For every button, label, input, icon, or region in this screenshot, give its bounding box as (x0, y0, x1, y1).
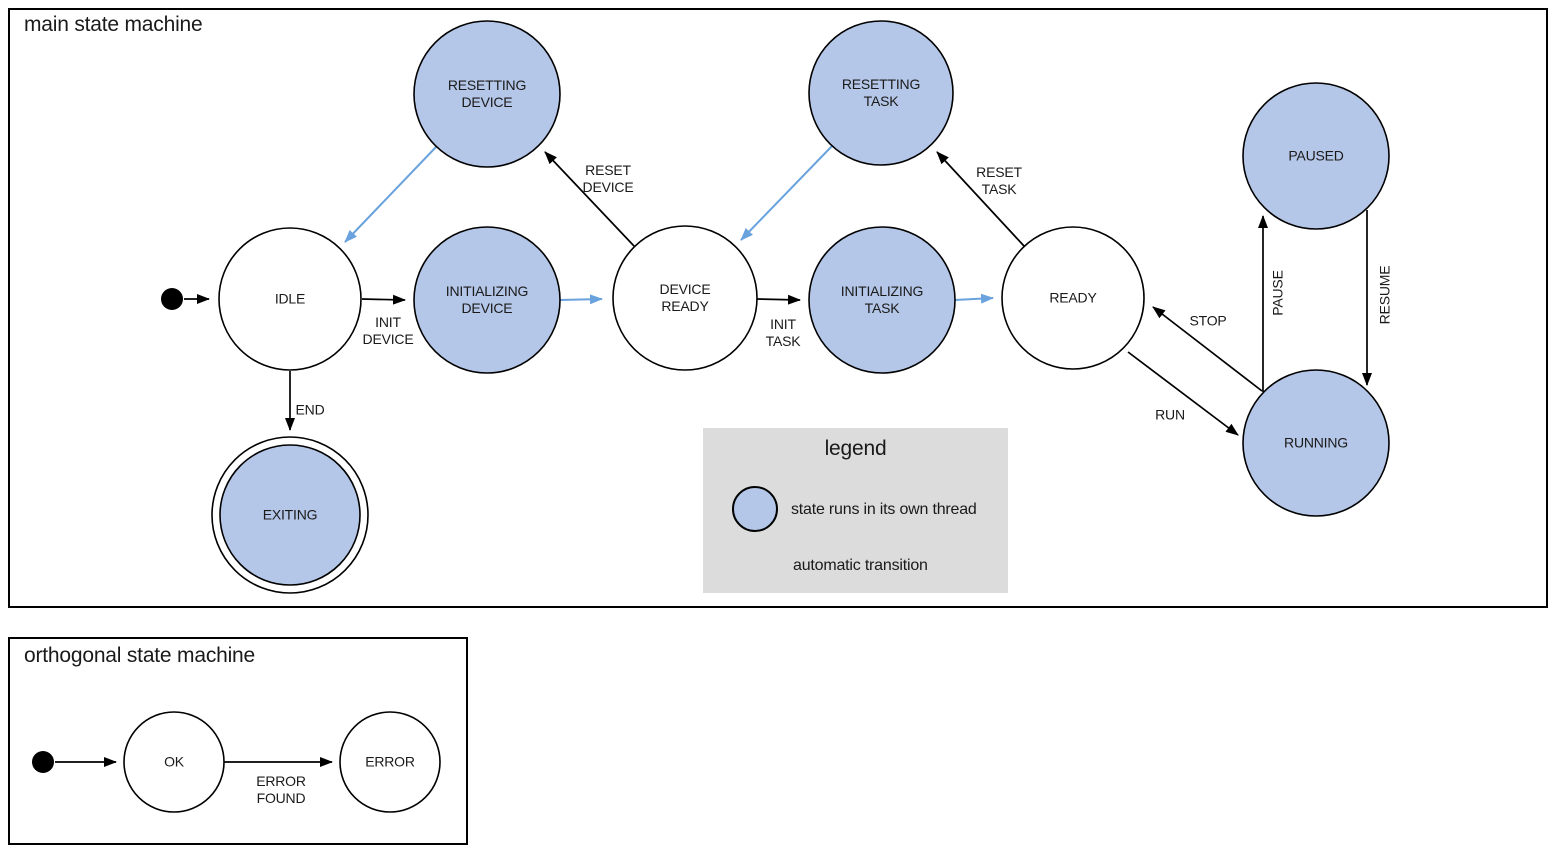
arrow-init-device (361, 294, 406, 305)
state-circle-ok (123, 711, 225, 813)
transition-label-stop: STOP (1189, 312, 1227, 329)
auto-arrow-inittask-to-ready (954, 293, 994, 304)
state-label-ready: READY (1049, 289, 1097, 306)
transition-label-end: END (295, 401, 325, 418)
state-circle-resetting-device (413, 20, 561, 168)
state-circle-ready (1001, 226, 1145, 370)
legend-auto-transition-label: automatic transition (793, 557, 928, 574)
transition-label-resume: RESUME (1376, 265, 1393, 325)
transition-label-reset-device: RESET DEVICE (582, 162, 634, 195)
initial-state-dot-orthogonal (32, 751, 54, 773)
arrow-run (1127, 351, 1239, 436)
state-label-resetting-device: RESETTING DEVICE (447, 77, 527, 110)
state-label-initializing-device: INITIALIZING DEVICE (445, 283, 529, 316)
state-label-device-ready: DEVICE READY (659, 281, 711, 314)
state-label-resetting-task: RESETTING TASK (841, 76, 921, 109)
state-circle-idle (218, 227, 362, 371)
initial-state-dot (161, 288, 183, 310)
state-circle-running (1242, 369, 1390, 517)
transition-label-reset-task: RESET TASK (976, 164, 1022, 197)
state-label-initializing-task: INITIALIZING TASK (840, 283, 924, 316)
transition-label-error-found: ERROR FOUND (256, 773, 306, 806)
state-circle-device-ready (612, 225, 758, 371)
auto-arrow-resetdevice-to-idle (344, 146, 437, 243)
state-circle-initializing-device (413, 226, 561, 374)
legend-title: legend (824, 437, 887, 460)
arrow-reset-device (544, 151, 635, 247)
auto-arrow-initdevice-to-deviceready (559, 294, 603, 305)
state-circle-paused (1242, 82, 1390, 230)
arrow-init-task (756, 294, 801, 305)
arrow-stop (1152, 306, 1263, 392)
legend-box: legend state runs in its own thread auto… (703, 428, 1008, 593)
main-state-machine-title: main state machine (24, 13, 203, 36)
state-label-ok: OK (164, 753, 184, 770)
final-state-exiting-inner (219, 444, 361, 586)
state-label-idle: IDLE (274, 290, 306, 307)
state-circle-error (339, 711, 441, 813)
transition-label-init-device: INIT DEVICE (362, 314, 414, 347)
legend-thread-state-label: state runs in its own thread (791, 501, 977, 518)
auto-arrow-resettask-to-deviceready (740, 145, 833, 241)
thread-state-icon (732, 486, 778, 532)
transition-label-run: RUN (1155, 406, 1185, 423)
transition-label-init-task: INIT TASK (765, 316, 801, 349)
orthogonal-state-machine-title: orthogonal state machine (24, 644, 256, 667)
state-label-exiting: EXITING (262, 506, 318, 523)
state-label-paused: PAUSED (1288, 147, 1344, 164)
arrow-reset-task (936, 151, 1025, 247)
state-circle-resetting-task (808, 20, 954, 166)
state-label-error: ERROR (365, 753, 415, 770)
transition-label-pause: PAUSE (1269, 270, 1286, 316)
main-state-machine-box (8, 8, 1548, 608)
state-label-running: RUNNING (1284, 434, 1348, 451)
orthogonal-state-machine-box (8, 637, 468, 845)
state-circle-initializing-task (808, 226, 956, 374)
